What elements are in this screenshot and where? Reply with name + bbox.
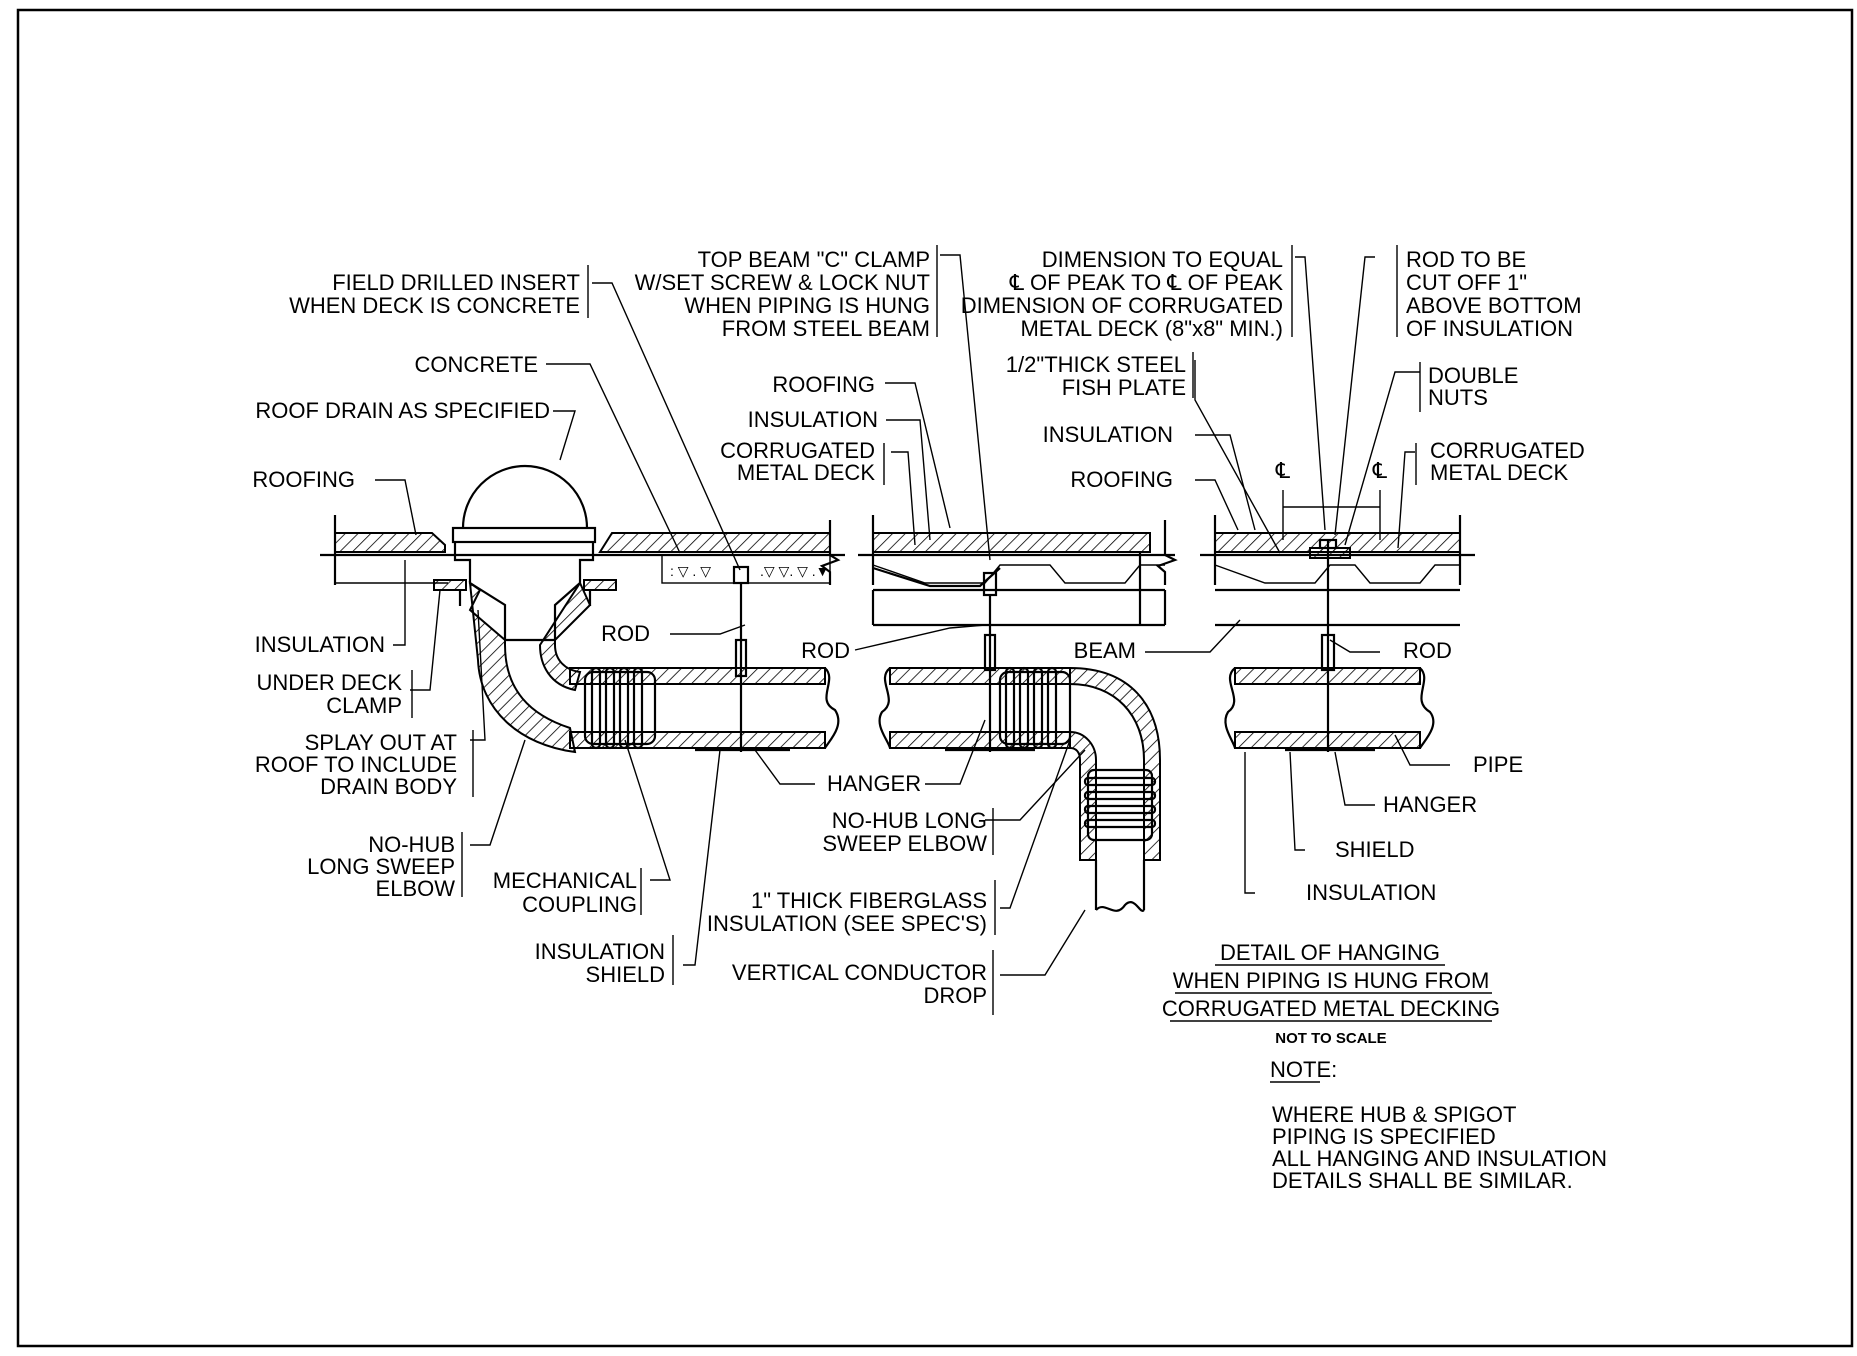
label-rod-cut-3: ABOVE BOTTOM	[1406, 293, 1582, 318]
note-line4: DETAILS SHALL BE SIMILAR.	[1272, 1168, 1573, 1193]
label-dimension-1: DIMENSION TO EQUAL	[1042, 247, 1283, 272]
label-fiberglass-2: INSULATION (SEE SPEC'S)	[707, 911, 987, 936]
label-hanger-mid: HANGER	[827, 771, 921, 796]
label-mech-coupling-1: MECHANICAL	[493, 868, 637, 893]
label-corrugated-right-2: METAL DECK	[1430, 460, 1568, 485]
label-nohub-left-2: LONG SWEEP	[307, 854, 455, 879]
note-line3: ALL HANGING AND INSULATION	[1272, 1146, 1607, 1171]
label-dimension-3: DIMENSION OF CORRUGATED	[961, 293, 1283, 318]
svg-text:: ▽ . ▽: : ▽ . ▽	[670, 563, 711, 579]
callout-labels: FIELD DRILLED INSERT WHEN DECK IS CONCRE…	[252, 245, 1585, 1015]
label-concrete: CONCRETE	[415, 352, 538, 377]
label-vertical-drop-1: VERTICAL CONDUCTOR	[732, 960, 987, 985]
label-top-beam-4: FROM STEEL BEAM	[722, 316, 930, 341]
steel-beam-detail	[858, 515, 1178, 912]
detail-title-line2: WHEN PIPING IS HUNG FROM	[1173, 968, 1490, 993]
label-corrugated-right-1: CORRUGATED	[1430, 438, 1585, 463]
label-centerline-left: ℄	[1275, 458, 1291, 483]
label-double-nuts-1: DOUBLE	[1428, 363, 1518, 388]
label-top-beam-2: W/SET SCREW & LOCK NUT	[635, 270, 930, 295]
label-roofing-left: ROOFING	[252, 467, 355, 492]
label-insulation-bottom: INSULATION	[1306, 880, 1436, 905]
label-top-beam-3: WHEN PIPING IS HUNG	[684, 293, 930, 318]
label-nohub-mid-2: SWEEP ELBOW	[822, 831, 987, 856]
concrete-aggregate-marks: : ▽ . ▽ .▽ ▽. ▽ .▼	[670, 563, 830, 579]
label-vertical-drop-2: DROP	[923, 983, 987, 1008]
label-corrugated-mid-2: METAL DECK	[737, 460, 875, 485]
label-fiberglass-1: 1" THICK FIBERGLASS	[751, 888, 987, 913]
detail-title: DETAIL OF HANGING WHEN PIPING IS HUNG FR…	[1162, 940, 1500, 1047]
label-insulation-left: INSULATION	[255, 632, 385, 657]
label-roofing-right: ROOFING	[1070, 467, 1173, 492]
label-dimension-4: METAL DECK (8"x8" MIN.)	[1020, 316, 1283, 341]
label-nohub-left-1: NO-HUB	[368, 832, 455, 857]
note-line2: PIPING IS SPECIFIED	[1272, 1124, 1496, 1149]
label-pipe: PIPE	[1473, 752, 1523, 777]
label-rod-left: ROD	[601, 621, 650, 646]
label-splay-2: ROOF TO INCLUDE	[255, 752, 457, 777]
label-hanger-right: HANGER	[1383, 792, 1477, 817]
label-fish-plate-2: FISH PLATE	[1062, 375, 1186, 400]
label-field-drilled-insert-1: FIELD DRILLED INSERT	[332, 270, 580, 295]
label-top-beam-1: TOP BEAM "C" CLAMP	[698, 247, 930, 272]
label-rod-mid: ROD	[801, 638, 850, 663]
leader-lines	[375, 254, 1450, 976]
label-splay-1: SPLAY OUT AT	[305, 730, 457, 755]
label-centerline-right: ℄	[1372, 458, 1388, 483]
label-insulation-mid: INSULATION	[748, 407, 878, 432]
label-corrugated-mid-1: CORRUGATED	[720, 438, 875, 463]
label-fish-plate-1: 1/2"THICK STEEL	[1006, 352, 1186, 377]
label-shield: SHIELD	[1335, 837, 1414, 862]
note-heading: NOTE:	[1270, 1057, 1337, 1082]
sheet-border	[16, 8, 1854, 1348]
label-rod-cut-4: OF INSULATION	[1406, 316, 1573, 341]
label-under-deck-1: UNDER DECK	[257, 670, 403, 695]
corrugated-deck-detail	[1200, 490, 1475, 752]
label-insulation-shield-2: SHIELD	[586, 962, 665, 987]
label-mech-coupling-2: COUPLING	[522, 892, 637, 917]
label-insulation-shield-1: INSULATION	[535, 939, 665, 964]
roof-drain-detail: : ▽ . ▽ .▽ ▽. ▽ .▼	[320, 464, 845, 754]
label-field-drilled-insert-2: WHEN DECK IS CONCRETE	[289, 293, 580, 318]
detail-title-line1: DETAIL OF HANGING	[1220, 940, 1440, 965]
label-nohub-mid-1: NO-HUB LONG	[832, 808, 987, 833]
label-insulation-right: INSULATION	[1043, 422, 1173, 447]
label-under-deck-2: CLAMP	[326, 693, 402, 718]
note-block: NOTE: WHERE HUB & SPIGOT PIPING IS SPECI…	[1270, 1057, 1607, 1193]
label-nohub-left-3: ELBOW	[376, 876, 456, 901]
label-roofing-mid: ROOFING	[772, 372, 875, 397]
label-roof-drain: ROOF DRAIN AS SPECIFIED	[255, 398, 550, 423]
coupling-bands	[590, 666, 644, 750]
label-splay-3: DRAIN BODY	[320, 774, 457, 799]
label-beam: BEAM	[1074, 638, 1136, 663]
label-rod-right: ROD	[1403, 638, 1452, 663]
note-line1: WHERE HUB & SPIGOT	[1272, 1102, 1516, 1127]
coupling-bands-mid	[1004, 666, 1058, 750]
label-rod-cut-1: ROD TO BE	[1406, 247, 1526, 272]
label-double-nuts-2: NUTS	[1428, 385, 1488, 410]
label-dimension-2: ℄ OF PEAK TO ℄ OF PEAK	[1009, 270, 1284, 295]
label-rod-cut-2: CUT OFF 1"	[1406, 270, 1527, 295]
detail-scale: NOT TO SCALE	[1275, 1030, 1386, 1047]
svg-text:.▽ ▽. ▽ .▼: .▽ ▽. ▽ .▼	[760, 563, 830, 579]
detail-title-line3: CORRUGATED METAL DECKING	[1162, 996, 1500, 1021]
coupling-bands-vertical	[1083, 776, 1157, 829]
